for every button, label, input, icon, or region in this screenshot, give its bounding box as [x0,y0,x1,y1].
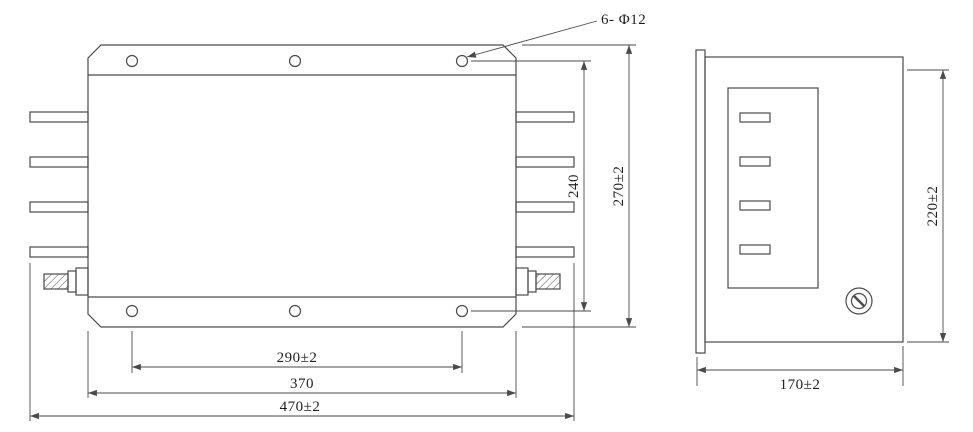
terminal-pin [515,246,575,258]
mounting-hole [288,304,302,318]
ground-stud-nut [75,267,89,296]
stud-outer-circle [845,287,873,315]
ground-stud-end-view [845,287,873,315]
dim-label-370: 370 [290,376,314,392]
mounting-hole [455,54,469,68]
stud-screw-slot [853,295,865,307]
stud-inner-circle [850,292,868,310]
hole-callout-leader [466,20,598,58]
front-view [29,44,575,328]
terminal-pin [515,201,575,213]
side-flange [695,49,706,354]
ground-stud-right [515,267,561,296]
side-terminal-slot [739,112,771,123]
side-terminal-slot [739,200,771,211]
ground-stud-left [43,267,89,296]
ground-stud-nut [515,267,529,296]
ground-stud-thread [43,273,69,290]
dim-label-290: 290±2 [277,350,318,366]
side-terminal-slot [739,244,771,255]
terminal-pin [29,201,89,213]
mounting-hole [455,304,469,318]
side-view [695,49,904,354]
mounting-hole [125,304,139,318]
terminal-pin [29,246,89,258]
dim-label-270: 270±2 [611,166,627,207]
hole-callout-label: 6- Φ12 [601,12,646,28]
terminal-pin [515,156,575,168]
mounting-hole [125,54,139,68]
dimension-labels: 6- Φ12 240 270±2 290±2 370 470±2 220±2 1… [277,12,941,415]
ground-stud-washer [67,270,77,293]
dim-label-470: 470±2 [280,399,321,415]
front-body-outline [87,44,517,328]
side-inner-panel [727,87,819,289]
ground-stud-thread [535,273,561,290]
terminal-pin [29,111,89,123]
terminal-pin [515,111,575,123]
dimension-lines [29,20,949,421]
dim-label-240: 240 [566,174,582,198]
side-body-outline [704,56,904,343]
mounting-hole [288,54,302,68]
dim-label-170: 170±2 [780,377,821,393]
terminal-pin [29,156,89,168]
ground-stud-washer [527,270,537,293]
side-terminal-slot [739,156,771,167]
dim-label-220: 220±2 [925,186,941,227]
